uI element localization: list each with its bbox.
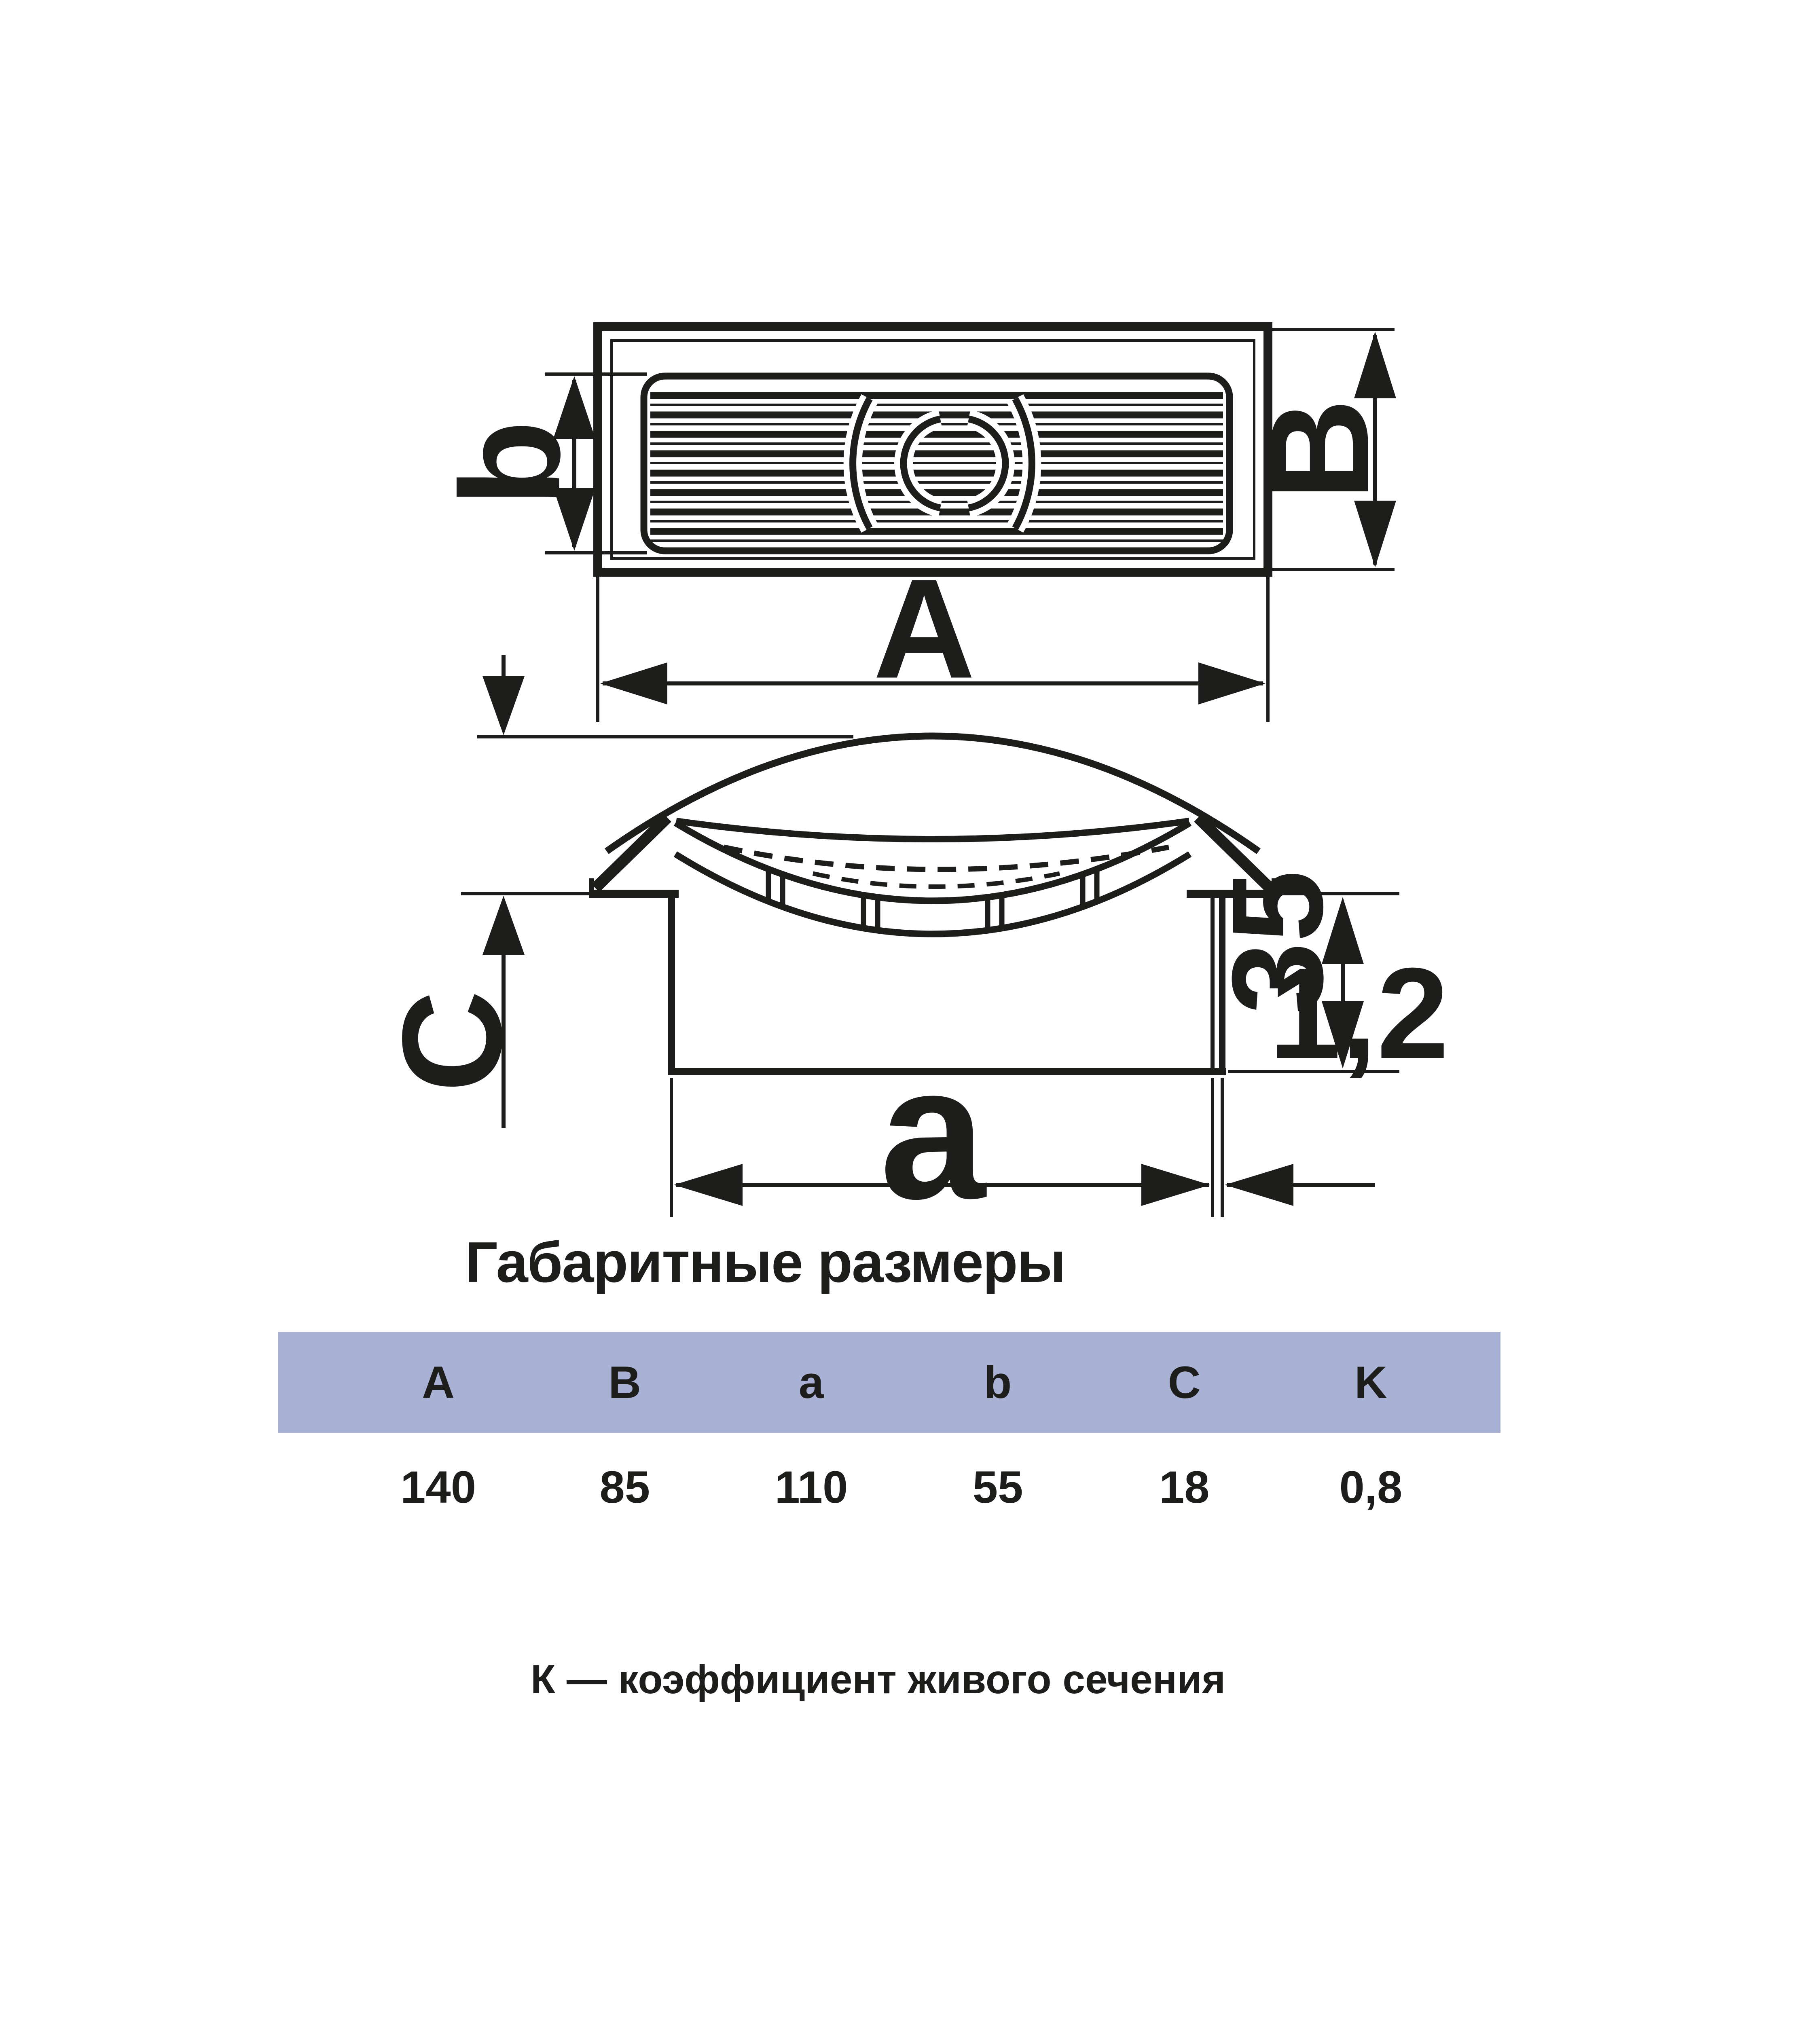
table-value-a: 110	[775, 1462, 848, 1512]
brand-logo-icon	[843, 394, 1041, 533]
dimension-label-B: B	[1240, 399, 1399, 501]
dimension-label-1-2: 1,2	[1269, 941, 1449, 1085]
dimension-a: a	[670, 1026, 1224, 1239]
table-header-C: C	[1168, 1357, 1201, 1408]
side-view-drawing: C 35 a 1,2	[373, 655, 1449, 1239]
dimension-B: B	[1240, 328, 1399, 571]
dimension-A: A	[596, 550, 1270, 722]
louver-ticks	[766, 867, 1100, 933]
table-value-A: 140	[400, 1462, 476, 1512]
top-view-drawing: b B A	[432, 322, 1399, 722]
dimension-1-2: 1,2	[1225, 941, 1449, 1206]
table-value-K: 0,8	[1339, 1462, 1403, 1512]
dimension-label-35: 35	[1205, 870, 1350, 1014]
louver-band-top	[673, 820, 1192, 904]
table-values-row: 140 85 110 55 18 0,8	[278, 1440, 1500, 1535]
visor-underside-line	[675, 818, 1190, 842]
table-header-K: K	[1354, 1357, 1387, 1408]
coefficient-note: К — коэффициент живого сечения	[531, 1657, 1225, 1702]
hidden-edge-dashed	[723, 844, 1170, 872]
table-value-B: 85	[599, 1462, 650, 1512]
dimension-label-b: b	[432, 420, 590, 507]
right-flange	[1187, 813, 1276, 898]
table-header-b: b	[984, 1357, 1012, 1408]
table-header-B: B	[608, 1357, 641, 1408]
grille-dimension-drawing: b B A	[373, 322, 1449, 1239]
visor-dome-arc	[605, 732, 1261, 854]
grille-frame-inner-edge	[610, 339, 1255, 560]
dimension-label-C: C	[373, 990, 531, 1093]
table-header-row: A B a b C K	[278, 1332, 1500, 1433]
louver-band-bottom	[673, 851, 1192, 937]
dimension-C: C	[373, 655, 595, 1128]
duct-body	[668, 894, 1226, 1075]
table-value-C: 18	[1159, 1462, 1210, 1512]
table-header-A: A	[422, 1357, 455, 1408]
dimension-label-a: a	[880, 1026, 986, 1239]
table-header-a: a	[798, 1357, 824, 1408]
hidden-edge-dashed-2	[812, 871, 1060, 889]
table-value-b: 55	[972, 1462, 1023, 1512]
dimension-35: 35	[1205, 870, 1399, 1073]
dimension-label-A: A	[873, 550, 976, 708]
dimension-b: b	[432, 372, 647, 554]
table-title: Габаритные размеры	[465, 1230, 1066, 1294]
